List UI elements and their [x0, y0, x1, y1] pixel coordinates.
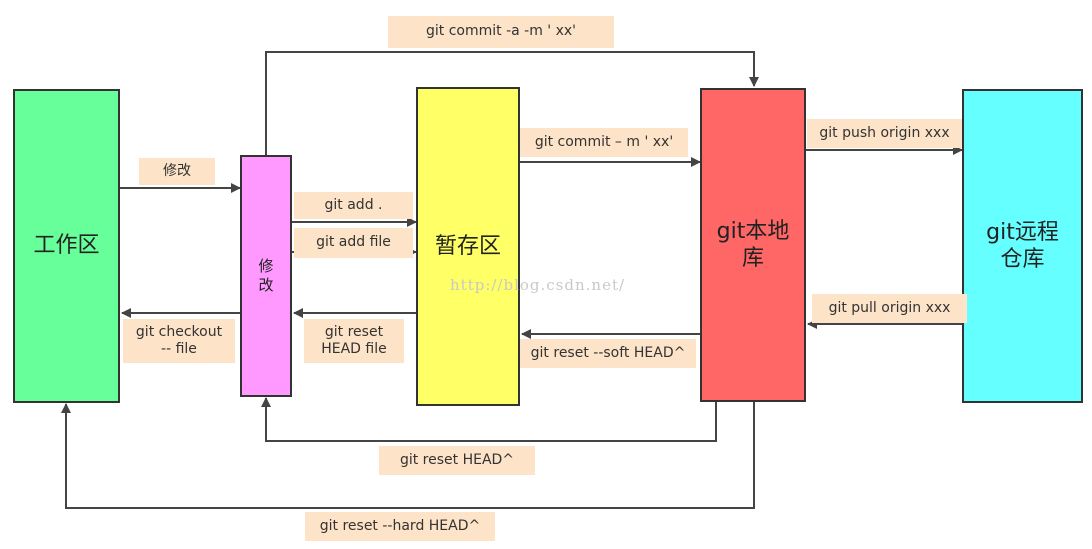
- label-git-add-file: git add file: [294, 228, 413, 258]
- label-push: git push origin xxx: [807, 119, 962, 148]
- label-reset-soft: git reset --soft HEAD^: [520, 339, 696, 368]
- watermark: http://blog.csdn.net/: [450, 276, 626, 294]
- label-modify: 修改: [139, 158, 215, 185]
- label-commit-am: git commit -a -m ' xx': [388, 16, 614, 48]
- label-reset-head-file: git reset HEAD file: [304, 319, 404, 363]
- workspace-label: 工作区: [33, 233, 100, 259]
- workspace-box: 工作区: [13, 89, 120, 403]
- local-repo-label: git本地 库: [716, 218, 790, 272]
- label-git-add-dot: git add .: [294, 192, 413, 219]
- label-reset-head: git reset HEAD^: [379, 446, 535, 475]
- staging-box: 暂存区: [416, 87, 520, 406]
- label-checkout: git checkout -- file: [123, 319, 235, 363]
- remote-repo-label: git远程 仓库: [986, 219, 1059, 273]
- staging-label: 暂存区: [434, 233, 501, 259]
- modified-label: 修 改: [258, 257, 274, 294]
- arrow-reset-head: [261, 397, 717, 442]
- remote-repo-box: git远程 仓库: [962, 89, 1083, 403]
- label-pull: git pull origin xxx: [812, 294, 967, 323]
- arrow-commit-am: [265, 51, 759, 155]
- modified-box: 修 改: [240, 155, 292, 397]
- arrow-reset-hard: [61, 402, 755, 509]
- local-repo-box: git本地 库: [700, 88, 806, 402]
- label-reset-hard: git reset --hard HEAD^: [305, 512, 495, 541]
- label-commit-m: git commit – m ' xx': [520, 128, 688, 157]
